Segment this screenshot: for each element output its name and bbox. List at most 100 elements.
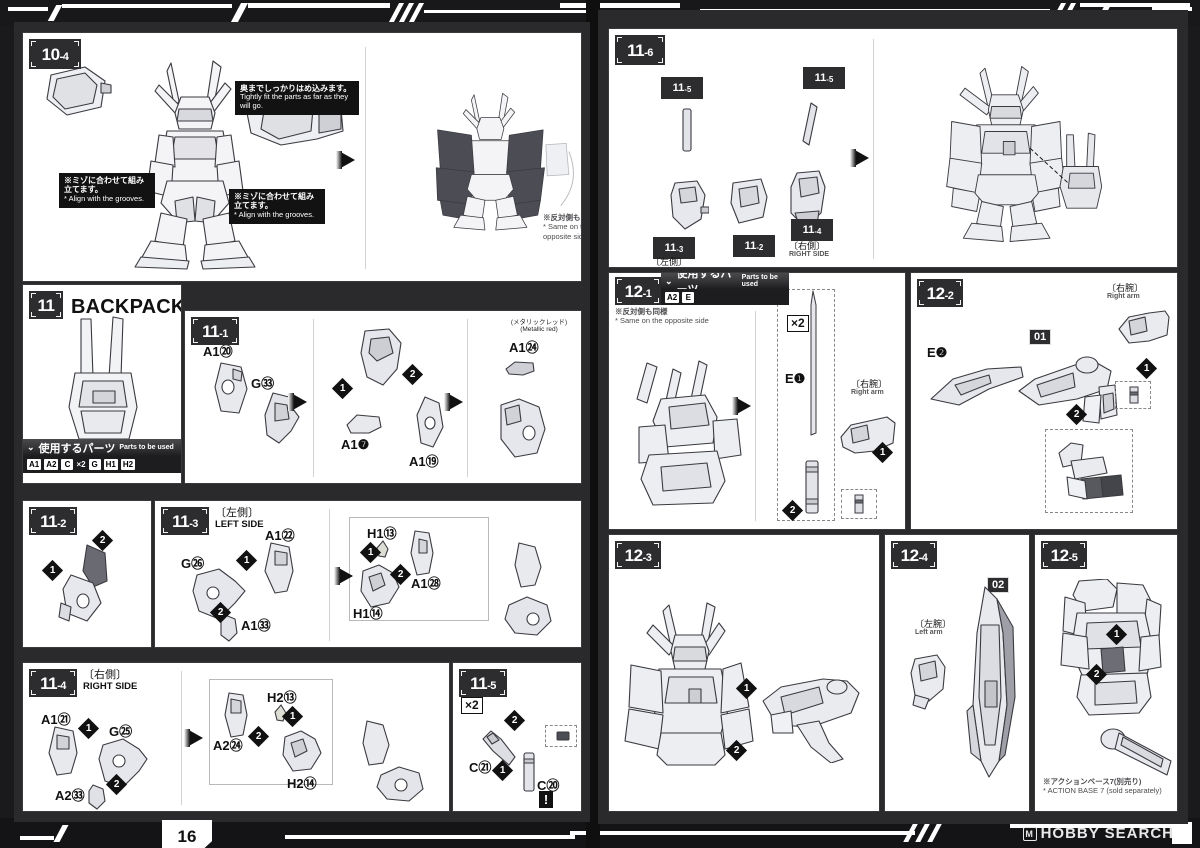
part-label-e-1: E❶ — [785, 371, 806, 386]
illustration-rifle — [1015, 343, 1125, 433]
parts-label-jp: 使用するパーツ — [38, 442, 116, 455]
part-label-g-26: G㉖ — [181, 556, 205, 571]
panel-11-6: 11-5 11-5 — [608, 28, 1178, 268]
illustration-action-base-arm — [1097, 725, 1175, 781]
arm-label-right-12-2: 〔右腕〕 Right arm — [1107, 283, 1144, 301]
step-number: 11 — [202, 321, 220, 341]
illustration-result-11-4-b — [375, 765, 427, 805]
illustration-right-hand-12-2 — [1115, 309, 1171, 345]
parts-chip-row-12-1: A2 E — [661, 289, 789, 305]
illustration-part-a1-19 — [413, 395, 447, 451]
detail-inset-12-2 — [1115, 381, 1151, 409]
part-label-h2-13: H2⑬ — [267, 690, 297, 705]
substep-number: -4 — [57, 679, 66, 692]
illustration-part-11-2 — [57, 541, 119, 627]
step-number: 12 — [900, 545, 919, 565]
part-label-e-2: E❷ — [927, 345, 948, 360]
substep-number: -4 — [918, 551, 928, 564]
sequence-number-1: 1 — [77, 717, 100, 740]
step-number: 12 — [1050, 545, 1069, 565]
illustration-rifle-12-3 — [757, 671, 869, 763]
illustration-rod-right — [801, 101, 819, 149]
panel-11-3: A1㉒ G㉖ — [154, 500, 582, 648]
illustration-gundam-with-backpack — [905, 43, 1105, 265]
illustration-detail-inset-12-2 — [1125, 385, 1143, 405]
substep-number: -6 — [644, 46, 653, 59]
panel-11-2: 1 2 11-2 — [22, 500, 152, 648]
progress-arrow — [184, 729, 203, 747]
illustration-result-11-1 — [495, 395, 551, 461]
left-page-sheet: 10-4 奥までしっかりはめ込みます。 Tightly fit the part… — [14, 22, 590, 848]
step-number: 10 — [41, 44, 60, 64]
illustration-part-g-26 — [189, 567, 249, 625]
panel-12-5: 1 2 ※アクションベース7(別売り) * ACTION BASE 7 (sol… — [1034, 534, 1178, 812]
step-number: 11 — [37, 295, 55, 315]
part-label-a2-33: A2㉝ — [55, 788, 85, 803]
detail-inset-11-5 — [545, 725, 577, 747]
panel-11-5: ×2 C㉑ C⑳ — [452, 662, 582, 812]
part-label-c-20: C⑳ — [537, 778, 560, 793]
quantity-x2-11-5: ×2 — [461, 697, 483, 714]
part-chip: A1 — [27, 459, 42, 470]
part-chip: A2 — [665, 291, 680, 303]
detail-inset-12-1 — [841, 489, 877, 519]
note-action-base-12-5: ※アクションベース7(別売り) * ACTION BASE 7 (sold se… — [1043, 777, 1162, 796]
step-number: 12 — [926, 283, 945, 303]
illustration-gundam-torso-12-3 — [623, 597, 763, 767]
step-tag-12-4: 12-4 — [891, 541, 937, 569]
parts-to-be-used-header-12-1[interactable]: ⌄ 使用するパーツ Parts to be used — [661, 273, 789, 296]
detail-inset-grip-12-2 — [1045, 429, 1133, 513]
illustration-gundam-back-12-5 — [1051, 579, 1167, 719]
illustration-rod-left — [679, 107, 695, 153]
step-number: 11 — [40, 673, 58, 693]
part-label-a1-7: A1❼ — [341, 437, 370, 452]
illustration-part-a1-24 — [503, 359, 537, 377]
id-badge-02: 02 — [987, 577, 1010, 593]
illustration-center-piece — [727, 177, 771, 225]
illustration-shoulder-left-part — [41, 63, 113, 121]
substep-number: -1 — [219, 327, 228, 340]
reference-tag-11-3: 11-3 — [653, 237, 695, 259]
part-label-a1-28: A1㉘ — [411, 576, 441, 591]
illustration-part-a1-28 — [407, 529, 437, 577]
illustration-part-a2-24 — [221, 691, 251, 739]
step-tag-10-4: 10-4 — [29, 39, 81, 69]
part-chip: C — [61, 459, 74, 470]
hobby-search-watermark: M HOBBY SEARCH — [1022, 825, 1174, 842]
illustration-part-c-21 — [479, 725, 519, 769]
parts-to-be-used-header-11[interactable]: ⌄ 使用するパーツ Parts to be used — [23, 439, 181, 456]
part-label-a1-20: A1⑳ — [203, 344, 233, 359]
part-chip: H2 — [120, 459, 136, 470]
part-label-a1-33: A1㉝ — [241, 618, 271, 633]
parts-chip-row-11: A1 A2 C ×2 G H1 H2 — [23, 456, 181, 473]
illustration-result-11-3-a — [511, 541, 545, 589]
part-label-h1-14: H1⑭ — [353, 606, 383, 621]
watermark-text: HOBBY SEARCH — [1040, 825, 1174, 842]
illustration-gundam-front — [63, 51, 323, 271]
right-page-sheet: 11-5 11-5 — [598, 10, 1188, 824]
part-label-a2-24: A2㉔ — [213, 738, 243, 753]
illustration-subassembly-11-1 — [357, 327, 407, 389]
substep-number: -4 — [59, 50, 69, 63]
illustration-left-hand — [907, 653, 949, 711]
part-label-a1-24: A1㉔ — [509, 340, 539, 355]
part-chip: A2 — [44, 459, 59, 470]
step-tag-11-4: 11-4 — [29, 669, 77, 697]
progress-arrow — [336, 151, 355, 169]
illustration-gundam-backpack-attach — [621, 355, 751, 511]
illustration-part-a2-33 — [85, 783, 109, 811]
panel-12-4: 02 〔左腕〕 Left arm — [884, 534, 1030, 812]
step-tag-12-1: 12-1 — [615, 277, 661, 305]
step-tag-11: 11 — [29, 291, 63, 319]
illustration-grip-detail — [1055, 437, 1127, 505]
illustration-part-a1-21 — [45, 725, 81, 777]
part-label-a1-19: A1⑲ — [409, 454, 439, 469]
substep-number: -3 — [189, 517, 198, 530]
callout-align-grooves-right: ※ミゾに合わせて組み立てます。 * Align with the grooves… — [229, 189, 325, 224]
illustration-part-a1-20 — [211, 359, 253, 419]
step-tag-12-3: 12-3 — [615, 541, 661, 569]
step-tag-11-6: 11-6 — [615, 35, 665, 65]
side-label-left-11-3: 〔左側〕 LEFT SIDE — [215, 507, 264, 530]
step-tag-11-1: 11-1 — [191, 317, 239, 345]
